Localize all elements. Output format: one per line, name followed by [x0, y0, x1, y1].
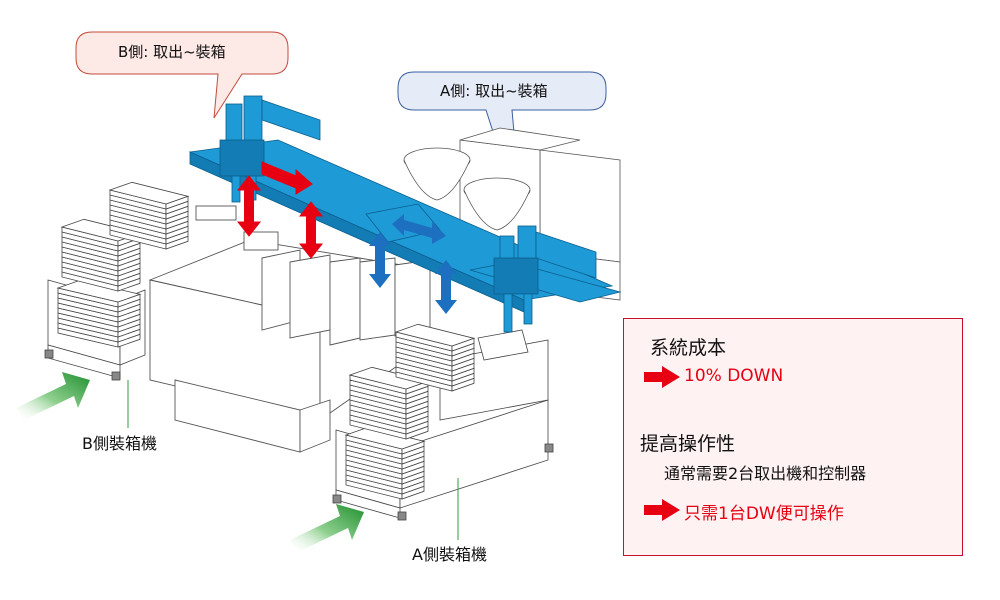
callout-a-label: A側: 取出~裝箱	[440, 82, 548, 100]
benefits-panel: 系統成本 10% DOWN 提高操作性 通常需要2台取出機和控制器 只需1台DW…	[623, 318, 963, 556]
ops-detail: 通常需要2台取出機和控制器	[664, 464, 867, 483]
center-machine	[148, 205, 431, 453]
ops-result: 只需1台DW便可操作	[684, 504, 844, 524]
cost-heading: 系統成本	[650, 337, 727, 359]
a-machine-label: A側裝箱機	[412, 545, 487, 564]
green-feed-arrow-b	[16, 372, 90, 420]
callout-b	[75, 31, 289, 119]
blue-arrow-vertical-1	[369, 232, 391, 288]
a-packing-machine	[332, 323, 554, 521]
red-bullet-arrow-icon	[644, 499, 680, 521]
tray-top	[344, 426, 426, 450]
ops-heading: 提高操作性	[640, 433, 736, 455]
red-arrow-vertical-2	[298, 201, 324, 259]
tray-top	[108, 181, 190, 205]
cost-result: 10% DOWN	[684, 366, 784, 386]
tray-top	[56, 279, 142, 303]
blue-arrow-vertical-2	[435, 260, 457, 314]
tray-top	[394, 323, 476, 347]
motion-arrows	[236, 161, 457, 314]
b-machine-label: B側裝箱機	[82, 434, 157, 453]
red-bullet-arrow-icon	[644, 366, 680, 388]
b-packing-machine	[44, 181, 190, 381]
blue-arrow-horizontal	[392, 214, 446, 244]
green-feed-arrow-a	[290, 504, 364, 552]
red-arrow-vertical-1	[236, 175, 262, 237]
callout-b-label: B側: 取出~裝箱	[118, 43, 226, 61]
red-arrow-horizontal	[261, 161, 313, 195]
